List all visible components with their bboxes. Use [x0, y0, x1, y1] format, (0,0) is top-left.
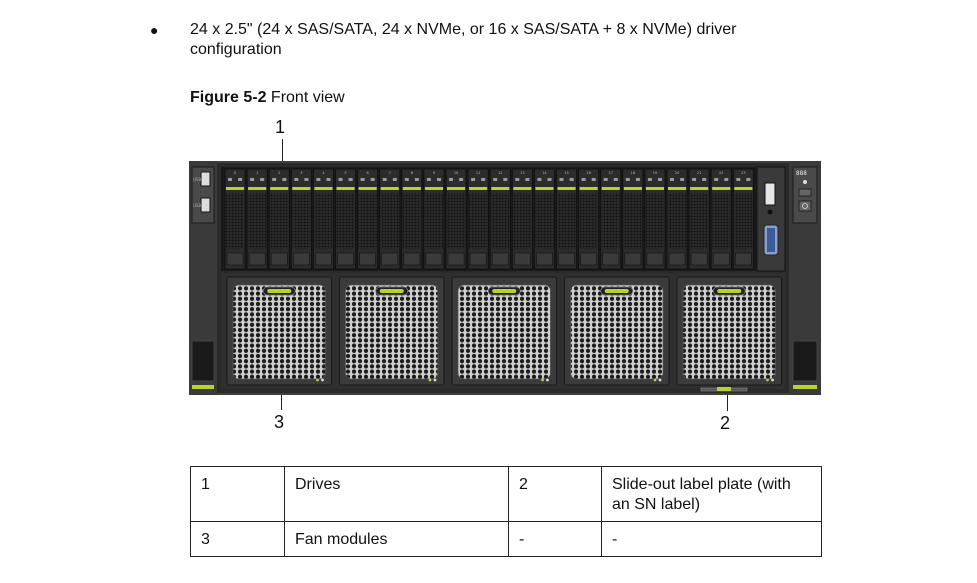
svg-text:USB: USB	[193, 203, 201, 208]
drive-bay-number: 8	[411, 171, 413, 175]
drive-bay-number: 19	[653, 171, 657, 175]
drive-bay-number: 13	[520, 171, 524, 175]
drive-bay-number: 14	[542, 171, 547, 175]
fan-area	[226, 276, 782, 386]
table-cell: 2	[508, 466, 602, 522]
svg-text:USB: USB	[193, 177, 201, 182]
drive-bay: 23	[732, 168, 754, 270]
drive-bay: 13	[511, 168, 533, 270]
drive-bay-number: 9	[433, 171, 435, 175]
led-panel-text: 888	[796, 170, 807, 177]
table-cell: Slide-out label plate (with an SN label)	[601, 466, 822, 522]
drive-bay-number: 3	[300, 171, 302, 175]
drive-bay: 1	[246, 168, 268, 270]
drive-bay-number: 17	[609, 171, 613, 175]
uid-button-icon	[798, 188, 812, 197]
legend-table: 1 Drives 2 Slide-out label plate (with a…	[190, 466, 822, 557]
drive-bay: 21	[688, 168, 710, 270]
drive-bay: 6	[357, 168, 379, 270]
drive-bay: 7	[379, 168, 401, 270]
drive-bay-number: 2	[278, 171, 280, 175]
callout-2-line	[727, 391, 728, 411]
drive-bay: 16	[578, 168, 600, 270]
drive-bay: 9	[423, 168, 445, 270]
table-cell: Drives	[284, 466, 509, 522]
drive-bay-number: 6	[367, 171, 369, 175]
drive-bay: 15	[556, 168, 578, 270]
fan-module	[339, 276, 445, 386]
table-cell: -	[508, 521, 602, 557]
drive-bay: 3	[290, 168, 312, 270]
drive-bay: 0	[224, 168, 246, 270]
drive-bay: 20	[666, 168, 688, 270]
drive-bay: 18	[622, 168, 644, 270]
drive-bay-number: 10	[454, 171, 458, 175]
drive-bay-number: 20	[675, 171, 679, 175]
fan-module	[451, 276, 557, 386]
fan-module	[226, 276, 332, 386]
table-cell: -	[601, 521, 822, 557]
drive-bay-number: 4	[322, 171, 325, 175]
drive-bay: 2	[268, 168, 290, 270]
drive-bay: 22	[710, 168, 732, 270]
drive-bay: 4	[313, 168, 334, 270]
drive-bay-number: 18	[631, 171, 635, 175]
left-ear: USB USB	[189, 161, 217, 395]
drive-bay: 12	[489, 168, 511, 270]
usb-port-icon	[200, 171, 211, 187]
drive-bay: 14	[533, 168, 555, 270]
drive-bay-number: 5	[344, 171, 346, 175]
power-button-icon	[798, 200, 812, 212]
fan-module	[676, 276, 782, 386]
drive-bay-number: 0	[234, 171, 236, 175]
usb-port-icon	[764, 182, 776, 206]
drive-bay-number: 21	[697, 171, 701, 175]
drive-bay: 17	[600, 168, 622, 270]
drive-bay: 10	[445, 168, 467, 270]
table-cell: 3	[190, 521, 285, 557]
drive-bay-number: 12	[498, 171, 502, 175]
drive-bay: 11	[467, 168, 489, 270]
bullet-marker: ●	[150, 22, 159, 38]
drive-bay-number: 1	[256, 171, 258, 175]
drive-bay: 5	[335, 168, 357, 270]
figure-title: Front view	[270, 89, 345, 106]
drive-bay-number: 22	[719, 171, 723, 175]
figure-label: Figure 5-2	[190, 89, 267, 106]
drive-bay-number: 16	[586, 171, 590, 175]
callout-1: 1	[275, 117, 286, 137]
table-cell: Fan modules	[284, 521, 509, 557]
drive-bay: 19	[644, 168, 666, 270]
drive-bay: 8	[401, 168, 423, 270]
drive-bay-number: 15	[564, 171, 568, 175]
table-row: 1 Drives 2 Slide-out label plate (with a…	[190, 466, 822, 522]
button-icon	[767, 209, 773, 215]
callout-2: 2	[720, 413, 731, 433]
front-io-panel	[756, 166, 786, 272]
callout-3: 3	[274, 412, 285, 432]
bullet-text: 24 x 2.5" (24 x SAS/SATA, 24 x NVMe, or …	[190, 21, 737, 58]
drive-bay-number: 11	[476, 171, 480, 175]
table-cell: 1	[190, 466, 285, 522]
status-led-icon	[803, 180, 807, 184]
drive-bay-number: 7	[389, 171, 391, 175]
figure-caption: Figure 5-2 Front view	[190, 89, 345, 107]
right-ear: 888	[789, 161, 821, 395]
fan-module	[564, 276, 670, 386]
drive-bay-number: 23	[741, 171, 745, 175]
table-row: 3 Fan modules - -	[190, 521, 822, 557]
usb-port-icon	[200, 197, 211, 213]
